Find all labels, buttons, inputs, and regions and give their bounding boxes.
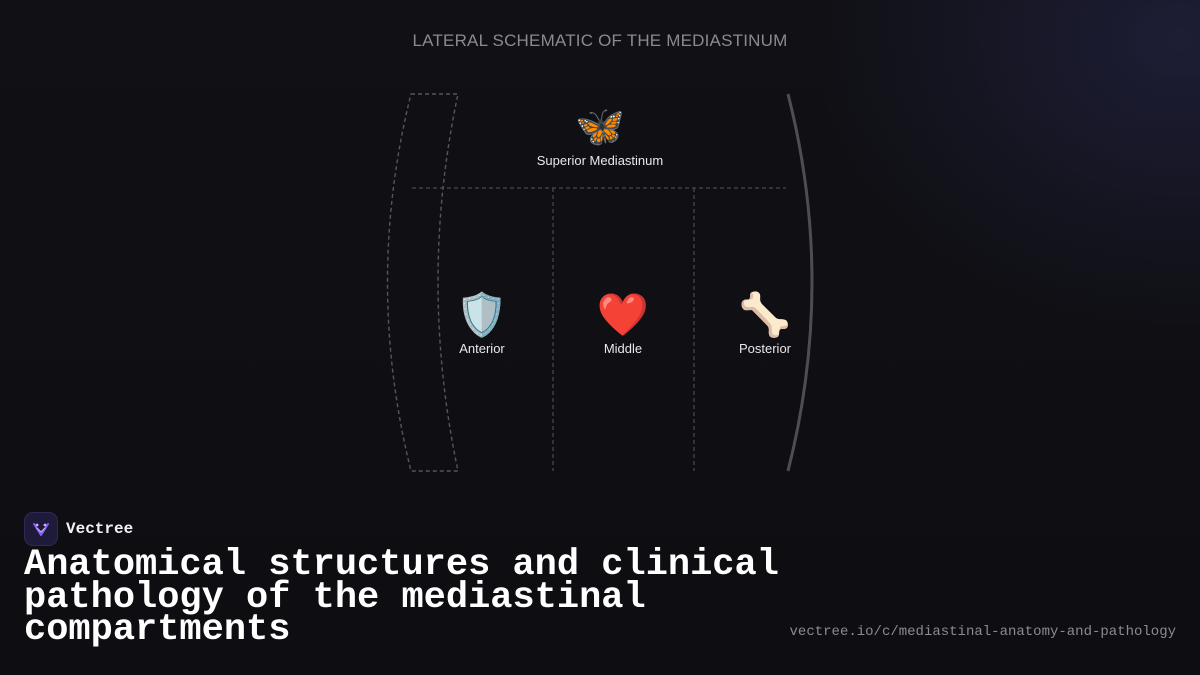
- superior-mediastinum-node: 🦋 Superior Mediastinum: [520, 103, 680, 168]
- brand[interactable]: Vectree: [24, 512, 133, 546]
- middle-compartment-node: ❤️ Middle: [543, 291, 703, 356]
- posterior-compartment-node: 🦴 Posterior: [685, 291, 845, 356]
- diagram-title: LATERAL SCHEMATIC OF THE MEDIASTINUM: [412, 31, 788, 50]
- source-url[interactable]: vectree.io/c/mediastinal-anatomy-and-pat…: [789, 624, 1176, 640]
- anterior-compartment-node: 🛡️ Anterior: [402, 291, 562, 356]
- heart-icon: ❤️: [596, 291, 650, 338]
- shield-icon: 🛡️: [455, 291, 509, 338]
- anterior-label: Anterior: [459, 341, 505, 356]
- brand-name: Vectree: [66, 520, 134, 538]
- butterfly-icon: 🦋: [575, 105, 625, 149]
- posterior-label: Posterior: [738, 341, 792, 356]
- middle-label: Middle: [603, 341, 643, 356]
- spine-curve: [786, 93, 814, 472]
- bone-icon: 🦴: [738, 291, 792, 338]
- superior-mediastinum-label: Superior Mediastinum: [536, 153, 664, 168]
- sternum-outline: [386, 93, 459, 472]
- page-headline: Anatomical structures and clinical patho…: [24, 544, 779, 651]
- vectree-logo-icon: [24, 512, 58, 546]
